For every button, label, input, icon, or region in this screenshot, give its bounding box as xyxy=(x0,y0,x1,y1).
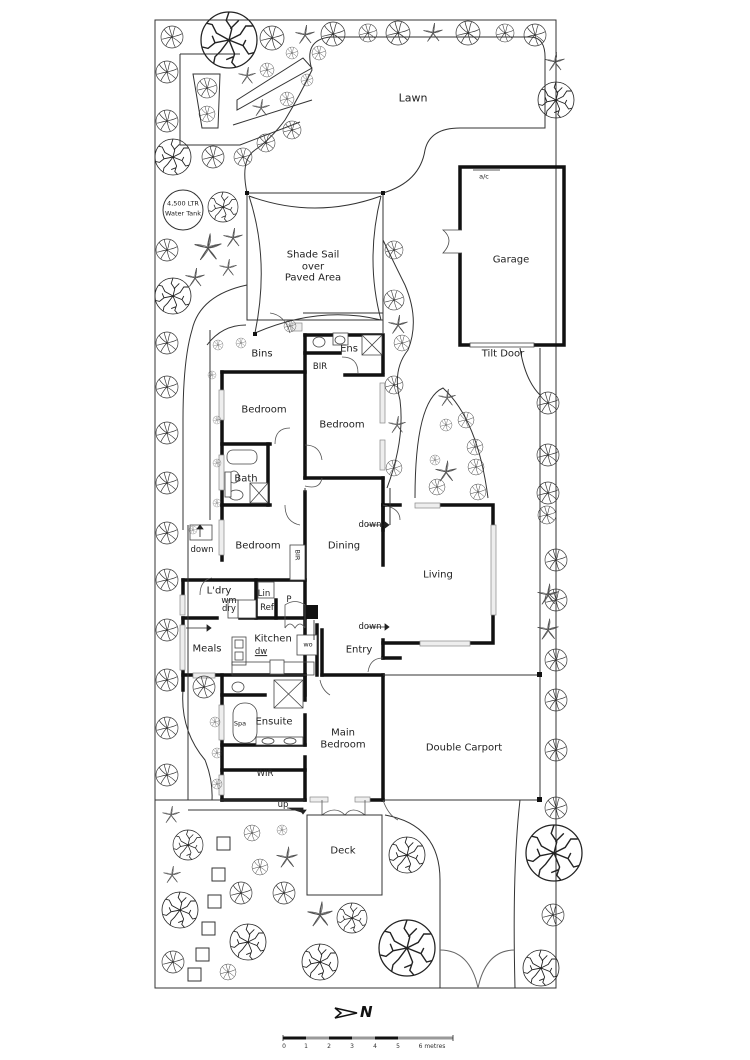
scale-tick-0: 0 xyxy=(282,1043,286,1050)
water-tank-label-line1: 4,500 LTR xyxy=(167,199,199,208)
scale-tick-5: 5 xyxy=(396,1043,400,1050)
scale-tick-4: 4 xyxy=(373,1043,377,1050)
scale-tick-3: 3 xyxy=(350,1043,354,1050)
scale-tick-6: 6 metres xyxy=(418,1043,446,1050)
room-living: Living xyxy=(423,569,453,581)
scale-tick-1: 1 xyxy=(304,1043,308,1050)
fridge-label: Ref xyxy=(260,603,274,614)
room-ensuite: Ensuite xyxy=(255,716,293,728)
shade-sail-label-line2: over xyxy=(301,261,325,273)
room-bir-top: BIR xyxy=(312,362,328,373)
stairs-down-laundry: down xyxy=(190,545,214,556)
water-tank-label-line2: Water Tank xyxy=(164,209,202,218)
room-kitchen: Kitchen xyxy=(254,633,292,645)
room-bedroom-1: Bedroom xyxy=(241,404,287,416)
main-bedroom-label-line1: Main xyxy=(331,727,355,739)
room-bath: Bath xyxy=(234,473,258,485)
north-arrow-icon xyxy=(334,1007,358,1019)
stairs-down-dining: down xyxy=(358,520,382,531)
room-bedroom-2: Bedroom xyxy=(319,419,365,431)
ac-label: a/c xyxy=(479,172,489,181)
room-wir: WIR xyxy=(256,769,274,780)
linen-label: Lin xyxy=(257,589,271,600)
shade-sail-label-line3: Paved Area xyxy=(284,272,342,284)
scale-tick-2: 2 xyxy=(327,1043,331,1050)
room-laundry: L'dry xyxy=(206,585,232,597)
room-bins: Bins xyxy=(251,348,273,360)
north-label: N xyxy=(360,1003,373,1021)
tilt-door-label: Tilt Door xyxy=(481,348,525,360)
washing-machine-label: wm xyxy=(221,596,237,607)
dishwasher-label: dw xyxy=(254,647,268,658)
room-deck: Deck xyxy=(330,845,356,857)
room-double-carport: Double Carport xyxy=(425,742,503,754)
dryer-label: dry xyxy=(222,604,236,615)
spa-label: Spa xyxy=(233,719,247,728)
stairs-down-entry: down xyxy=(358,622,382,633)
room-meals: Meals xyxy=(192,643,222,655)
room-lawn: Lawn xyxy=(398,91,428,105)
room-garage: Garage xyxy=(492,254,530,266)
room-bir-mid: BIR xyxy=(293,549,302,561)
room-dining: Dining xyxy=(327,540,361,552)
pantry-label: P xyxy=(286,595,292,606)
room-bedroom-3: Bedroom xyxy=(235,540,281,552)
main-bedroom-label-line2: Bedroom xyxy=(320,739,366,751)
stairs-up-deck: up xyxy=(277,800,289,811)
wall-oven-label: wo xyxy=(303,640,313,649)
room-entry: Entry xyxy=(345,644,373,656)
shade-sail-label-line1: Shade Sail xyxy=(286,249,340,261)
room-ensuite-small: Ens xyxy=(340,343,358,355)
